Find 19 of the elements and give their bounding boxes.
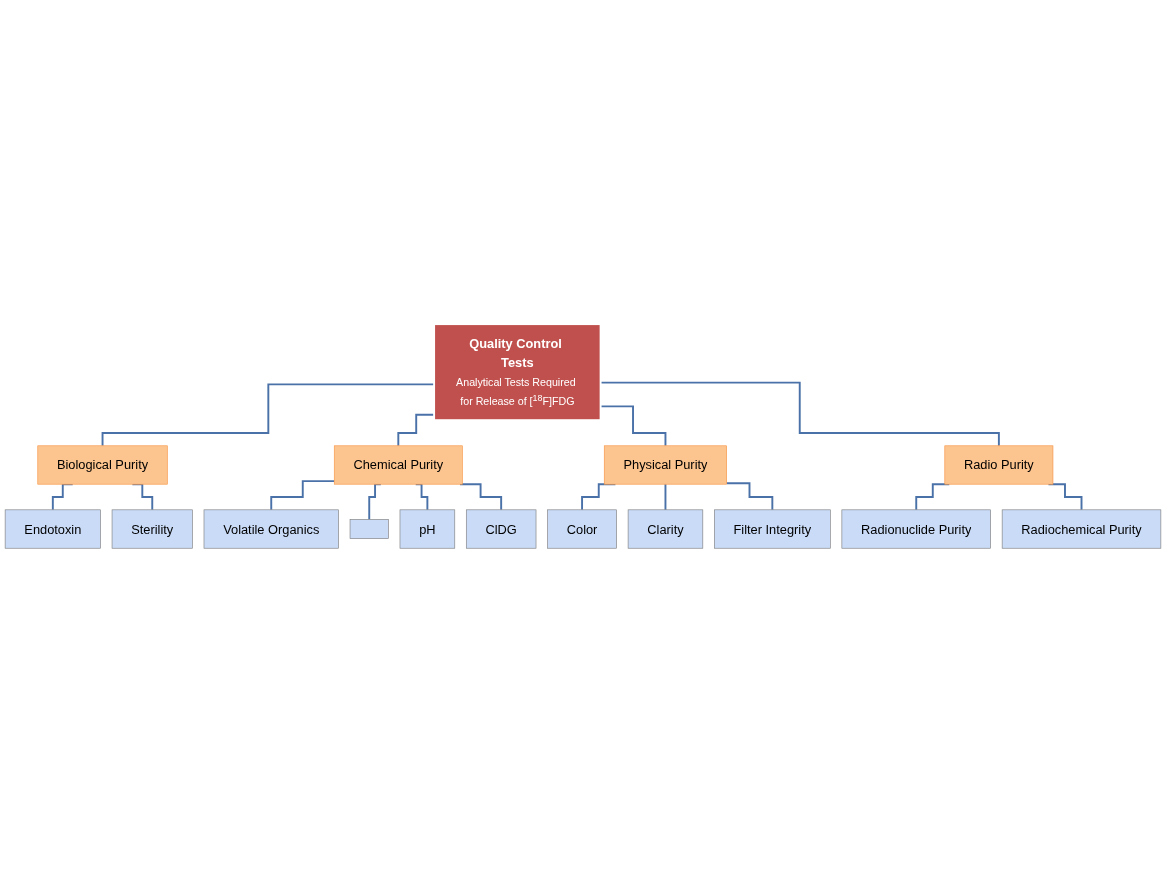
node-box: Quality Control Tests Analytical Tests Required for Release of [$^{18}$F]FDG bbox=[433, 323, 602, 421]
node-box: Chemical Purity bbox=[333, 445, 463, 485]
node-box: Sterility bbox=[111, 509, 193, 549]
node-box: Color bbox=[547, 509, 617, 549]
node-box bbox=[349, 518, 389, 539]
node-box: Radio Purity bbox=[944, 445, 1054, 485]
node-box: Radionuclide Purity bbox=[841, 509, 991, 549]
node-box: Volatile Organics bbox=[203, 509, 339, 549]
node-box: ClDG bbox=[466, 509, 537, 549]
node-box: Clarity bbox=[627, 509, 704, 549]
node-box: Physical Purity bbox=[603, 445, 727, 485]
node-box: Radiochemical Purity bbox=[1001, 509, 1162, 549]
node-box: Biological Purity bbox=[37, 445, 168, 485]
connector bbox=[270, 480, 336, 511]
node-box: Endotoxin bbox=[4, 509, 101, 549]
node-box: pH bbox=[399, 509, 456, 549]
connector bbox=[725, 482, 774, 511]
connector bbox=[664, 483, 667, 511]
node-box: Filter Integrity bbox=[714, 509, 831, 549]
